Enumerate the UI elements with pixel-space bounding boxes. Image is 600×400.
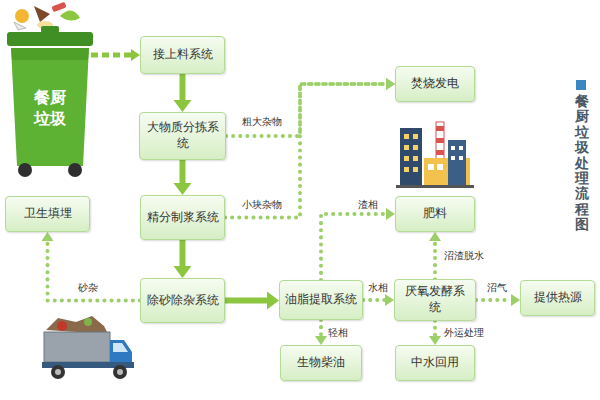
process-box: 肥料 bbox=[395, 196, 475, 232]
process-box: 生物柴油 bbox=[280, 345, 362, 381]
flow-connector bbox=[91, 49, 140, 61]
factory-illustration bbox=[396, 122, 474, 188]
edge-label: 轻相 bbox=[327, 327, 349, 339]
arrow-head bbox=[511, 294, 520, 306]
connector-line bbox=[226, 84, 386, 136]
process-box: 焚烧发电 bbox=[395, 66, 475, 102]
box-label: 大物质分拣系统 bbox=[145, 120, 220, 151]
flow-connector bbox=[174, 240, 192, 278]
flow-connector bbox=[476, 294, 520, 306]
arrow-head bbox=[386, 78, 395, 90]
process-box: 精分制浆系统 bbox=[140, 195, 225, 240]
connector-line bbox=[180, 240, 186, 266]
arrow-head bbox=[386, 208, 395, 220]
flow-connector bbox=[321, 208, 395, 280]
flow-connector bbox=[174, 160, 192, 195]
connector-line bbox=[180, 74, 186, 100]
arrow-head bbox=[429, 232, 441, 241]
process-box: 卫生填埋 bbox=[5, 196, 90, 232]
waste-bin: 餐厨垃圾 bbox=[5, 26, 95, 178]
garbage-items bbox=[14, 2, 80, 30]
connector-line bbox=[225, 84, 386, 218]
flow-connector bbox=[226, 78, 395, 136]
flow-connector bbox=[225, 78, 395, 218]
box-label: 提供热源 bbox=[534, 290, 582, 306]
arrow-head bbox=[174, 266, 192, 278]
flow-connector bbox=[429, 321, 441, 345]
edge-label: 粗大杂物 bbox=[241, 116, 283, 128]
connector-line bbox=[319, 320, 323, 336]
arrow-head bbox=[429, 336, 441, 345]
bin-label: 餐厨垃圾 bbox=[33, 88, 67, 130]
box-label: 油脂提取系统 bbox=[285, 292, 357, 308]
box-label: 生物柴油 bbox=[297, 355, 345, 371]
flow-connector bbox=[42, 232, 141, 301]
title-marker bbox=[576, 80, 586, 90]
process-box: 大物质分拣系统 bbox=[139, 112, 226, 160]
process-box: 中水回用 bbox=[395, 345, 475, 381]
connector-line bbox=[321, 214, 386, 280]
edge-label: 砂杂 bbox=[77, 282, 99, 294]
box-label: 焚烧发电 bbox=[411, 76, 459, 92]
arrow-head bbox=[385, 294, 394, 306]
flow-connector bbox=[225, 292, 279, 310]
edge-label: 渣相 bbox=[357, 199, 379, 211]
box-label: 卫生填埋 bbox=[24, 206, 72, 222]
edge-label: 水相 bbox=[367, 282, 389, 294]
process-box: 提供热源 bbox=[520, 280, 595, 316]
connector-line bbox=[433, 321, 437, 336]
flow-connector bbox=[363, 294, 394, 306]
process-box: 除砂除杂系统 bbox=[140, 278, 225, 323]
box-label: 厌氧发酵系统 bbox=[400, 284, 470, 315]
truck-illustration bbox=[42, 316, 134, 379]
box-label: 除砂除杂系统 bbox=[147, 293, 219, 309]
connector-line bbox=[180, 160, 186, 183]
connector-line bbox=[91, 53, 131, 58]
box-label: 肥料 bbox=[423, 206, 447, 222]
connector-line bbox=[363, 298, 385, 302]
connector-line bbox=[433, 241, 437, 279]
arrow-head bbox=[42, 232, 54, 241]
box-label: 接上料系统 bbox=[153, 47, 213, 63]
edge-label: 沼渣脱水 bbox=[443, 250, 485, 262]
arrow-head bbox=[315, 336, 327, 345]
process-box: 接上料系统 bbox=[140, 36, 225, 74]
edge-label: 外运处理 bbox=[443, 327, 485, 339]
flow-connector bbox=[315, 320, 327, 345]
diagram-title: 餐厨垃圾处理流程图 bbox=[575, 94, 589, 233]
edge-label: 小块杂物 bbox=[241, 199, 283, 211]
edge-label: 沼气 bbox=[486, 282, 508, 294]
process-box: 油脂提取系统 bbox=[279, 280, 363, 320]
arrow-head bbox=[174, 183, 192, 195]
arrow-head bbox=[267, 292, 279, 310]
arrow-head bbox=[174, 100, 192, 112]
box-label: 精分制浆系统 bbox=[147, 210, 219, 226]
box-label: 中水回用 bbox=[411, 355, 459, 371]
arrow-head bbox=[386, 78, 395, 90]
arrow-head bbox=[131, 49, 140, 61]
flow-connector bbox=[174, 74, 192, 112]
connector-line bbox=[225, 298, 267, 304]
process-box: 厌氧发酵系统 bbox=[394, 279, 476, 320]
connector-line bbox=[476, 298, 511, 302]
flow-connector bbox=[429, 232, 441, 279]
connector-line bbox=[48, 241, 141, 301]
